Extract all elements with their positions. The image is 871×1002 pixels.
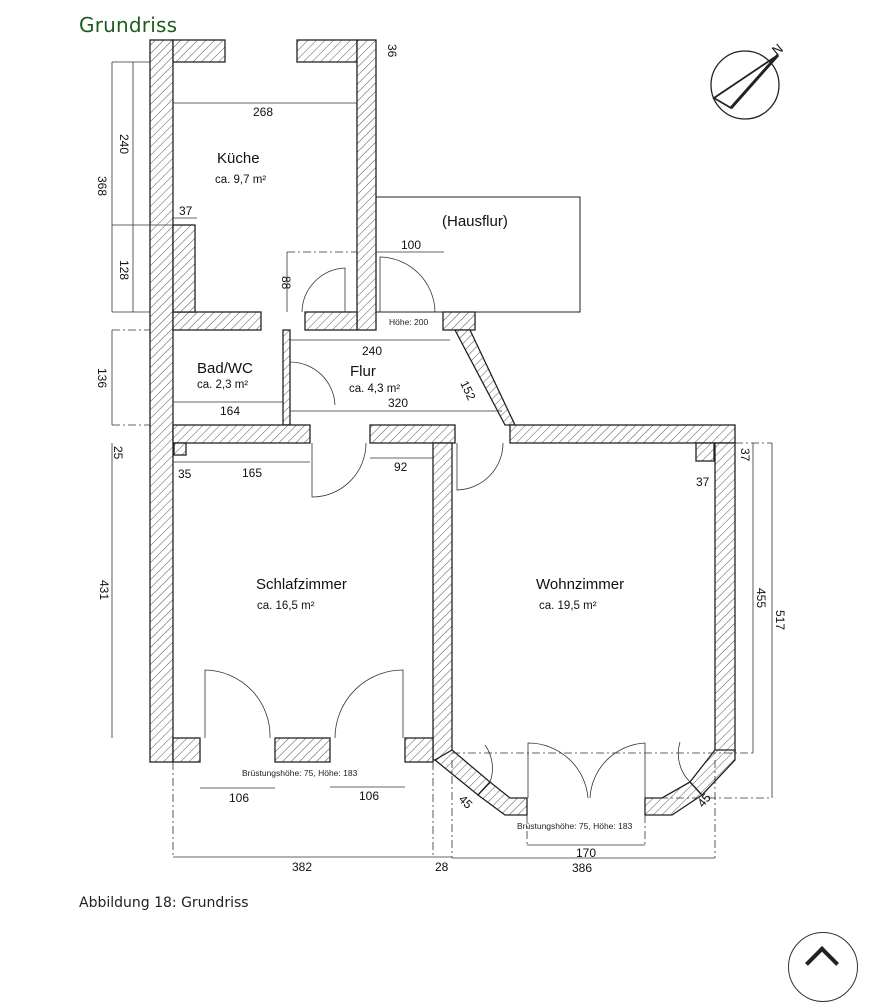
room-name-kueche: Küche: [217, 150, 260, 167]
dim-label: 106: [229, 791, 249, 805]
figure-caption: Abbildung 18: Grundriss: [79, 895, 249, 911]
dim-label: 152: [457, 378, 478, 402]
dim-label: 106: [359, 789, 379, 803]
window-note-wohnzimmer: Brüstungshöhe: 75, Höhe: 183: [517, 821, 633, 831]
dim-label: 88: [279, 276, 293, 290]
room-area-schlafzimmer: ca. 16,5 m²: [257, 600, 315, 612]
dim-label: 382: [292, 860, 312, 874]
dimension-lines: [111, 61, 773, 859]
dim-label: 37: [738, 448, 752, 462]
dim-label: 37: [179, 204, 193, 218]
floor-plan: Küche ca. 9,7 m² (Hausflur) Bad/WC ca. 2…: [95, 39, 787, 875]
window-note-schlafzimmer: Brüstungshöhe: 75, Höhe: 183: [242, 768, 358, 778]
room-area-flur: ca. 4,3 m²: [349, 383, 400, 395]
dim-label: 28: [435, 860, 449, 874]
hausflur-outline: [375, 196, 581, 313]
dim-label: 164: [220, 404, 240, 418]
dim-label: 100: [401, 238, 421, 252]
room-area-bad: ca. 2,3 m²: [197, 379, 248, 391]
door-height-note: Höhe: 200: [389, 317, 428, 327]
dim-label: 517: [773, 610, 787, 630]
room-name-schlafzimmer: Schlafzimmer: [256, 576, 347, 593]
chevron-up-icon: [805, 946, 839, 980]
dim-label: 35: [178, 467, 192, 481]
dim-label: 386: [572, 861, 592, 875]
dim-label: 92: [394, 460, 408, 474]
dim-label: 240: [362, 344, 382, 358]
dim-label: 455: [754, 588, 768, 608]
room-name-bad: Bad/WC: [197, 360, 253, 377]
room-name-hausflur: (Hausflur): [442, 213, 508, 230]
dim-label: 240: [117, 134, 131, 154]
room-area-wohnzimmer: ca. 19,5 m²: [539, 600, 597, 612]
dim-label: 37: [696, 475, 710, 489]
dim-label: 268: [253, 105, 273, 119]
dim-label: 431: [97, 580, 111, 600]
dim-label: 170: [576, 846, 596, 860]
doors: [204, 256, 691, 799]
compass-icon: N: [710, 42, 787, 120]
dim-label: 128: [117, 260, 131, 280]
dim-label: 136: [95, 368, 109, 388]
dim-label: 320: [388, 396, 408, 410]
scroll-to-top-button[interactable]: [788, 932, 858, 1002]
walls: [149, 39, 736, 816]
dim-label: 165: [242, 466, 262, 480]
room-area-kueche: ca. 9,7 m²: [215, 174, 266, 186]
room-name-wohnzimmer: Wohnzimmer: [536, 576, 624, 593]
dim-label: 36: [385, 44, 399, 58]
room-name-flur: Flur: [350, 363, 376, 380]
dim-label: 25: [111, 446, 125, 460]
page-title: Grundriss: [79, 13, 178, 37]
compass-north-label: N: [770, 42, 787, 60]
dim-label: 368: [95, 176, 109, 196]
dim-label: 45: [456, 792, 476, 812]
